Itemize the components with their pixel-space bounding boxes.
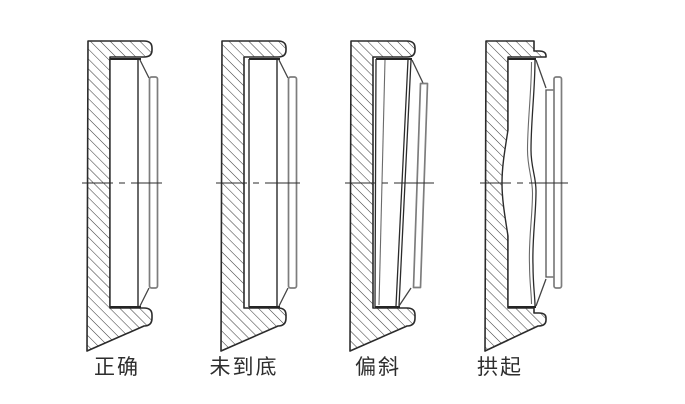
seal-body-outline [508,58,536,308]
panel-correct-drawing [82,40,162,352]
seal-inner-ring [412,82,429,289]
panel-label-tilted: 偏斜 [355,355,401,379]
panel-label-not-seated: 未到底 [209,355,279,379]
seal-chamfer-lines [278,59,289,307]
panel-tilted-drawing [345,40,434,352]
seal-right-edge-wavy [530,59,537,307]
seal-body [249,59,277,307]
seal-body-outline [249,58,280,308]
seal-chamfer-lines [535,59,547,307]
panel-arched-drawing [480,40,568,352]
panel-label-correct: 正确 [94,355,140,379]
seal-inner-edge-wavy [526,61,534,305]
seal-body-outline [110,58,141,308]
housing-section [349,40,416,352]
housing-section [484,40,547,352]
housing-section [220,40,287,352]
panel-not-seated-drawing [216,40,300,352]
seal-body-outline [375,58,412,308]
seal-chamfer-lines [139,59,150,307]
panel-label-arched: 拱起 [477,355,523,379]
seal-chamfer-lines [398,59,424,307]
